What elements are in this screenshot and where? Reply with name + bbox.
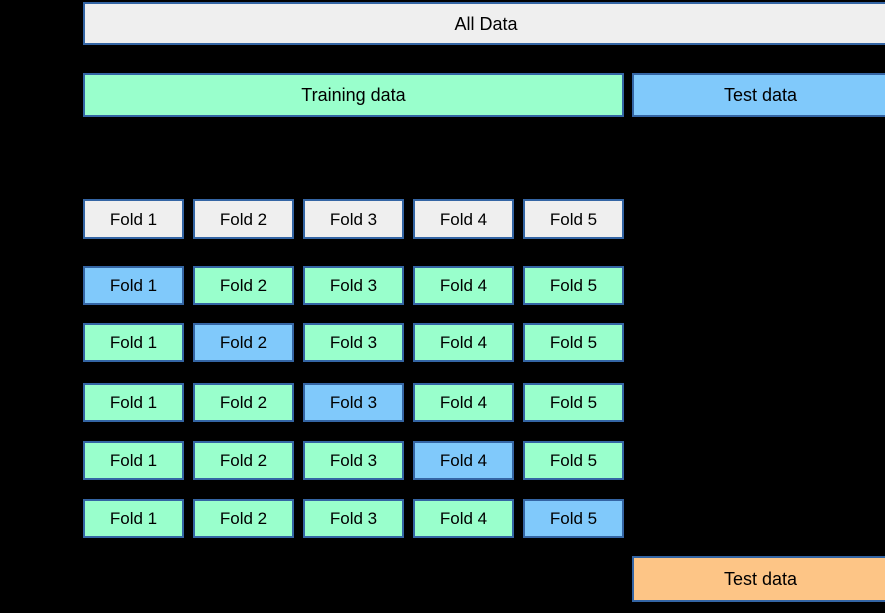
fold-cell: Fold 4 bbox=[413, 383, 514, 422]
fold-cell-label: Fold 2 bbox=[219, 393, 268, 412]
test-data-label: Test data bbox=[723, 85, 798, 105]
fold-cell: Fold 2 bbox=[193, 323, 294, 362]
fold-cell-label: Fold 5 bbox=[549, 509, 598, 528]
fold-cell-label: Fold 4 bbox=[439, 393, 488, 412]
fold-cell-label: Fold 1 bbox=[109, 451, 158, 470]
final-test-data-box: Test data bbox=[632, 556, 885, 602]
fold-cell: Fold 3 bbox=[303, 383, 404, 422]
fold-header-label: Fold 4 bbox=[439, 209, 488, 229]
fold-cell: Fold 3 bbox=[303, 441, 404, 480]
fold-cell: Fold 2 bbox=[193, 499, 294, 538]
fold-header: Fold 5 bbox=[523, 199, 624, 239]
all-data-box: All Data bbox=[83, 2, 885, 45]
fold-cell: Fold 5 bbox=[523, 383, 624, 422]
fold-cell-label: Fold 5 bbox=[549, 393, 598, 412]
fold-cell-label: Fold 1 bbox=[109, 333, 158, 352]
fold-cell-label: Fold 4 bbox=[439, 276, 488, 295]
fold-header: Fold 3 bbox=[303, 199, 404, 239]
fold-cell: Fold 5 bbox=[523, 499, 624, 538]
fold-cell-label: Fold 2 bbox=[219, 451, 268, 470]
all-data-label: All Data bbox=[454, 13, 518, 34]
fold-cell-label: Fold 2 bbox=[219, 333, 268, 352]
fold-cell-label: Fold 3 bbox=[329, 509, 378, 528]
fold-cell-label: Fold 2 bbox=[219, 509, 268, 528]
fold-cell: Fold 2 bbox=[193, 383, 294, 422]
fold-cell: Fold 5 bbox=[523, 441, 624, 480]
fold-cell-label: Fold 3 bbox=[329, 333, 378, 352]
fold-cell: Fold 2 bbox=[193, 441, 294, 480]
fold-header-label: Fold 1 bbox=[109, 209, 158, 229]
fold-header-label: Fold 2 bbox=[219, 209, 268, 229]
fold-cell: Fold 4 bbox=[413, 499, 514, 538]
fold-header: Fold 4 bbox=[413, 199, 514, 239]
fold-cell-label: Fold 5 bbox=[549, 333, 598, 352]
fold-cell-label: Fold 2 bbox=[219, 276, 268, 295]
fold-cell: Fold 1 bbox=[83, 499, 184, 538]
fold-header-label: Fold 3 bbox=[329, 209, 378, 229]
fold-cell: Fold 5 bbox=[523, 266, 624, 305]
fold-cell-label: Fold 5 bbox=[549, 451, 598, 470]
fold-header: Fold 2 bbox=[193, 199, 294, 239]
training-data-label: Training data bbox=[301, 85, 406, 105]
fold-cell: Fold 3 bbox=[303, 266, 404, 305]
fold-cell: Fold 3 bbox=[303, 323, 404, 362]
fold-cell: Fold 4 bbox=[413, 266, 514, 305]
fold-cell-label: Fold 3 bbox=[329, 276, 378, 295]
fold-cell: Fold 3 bbox=[303, 499, 404, 538]
fold-cell-label: Fold 3 bbox=[329, 393, 378, 412]
fold-cell-label: Fold 4 bbox=[439, 333, 488, 352]
fold-cell-label: Fold 4 bbox=[439, 509, 488, 528]
fold-cell-label: Fold 1 bbox=[109, 393, 158, 412]
fold-cell: Fold 1 bbox=[83, 323, 184, 362]
fold-cell: Fold 1 bbox=[83, 266, 184, 305]
fold-cell: Fold 2 bbox=[193, 266, 294, 305]
training-data-box: Training data bbox=[83, 73, 624, 117]
fold-cell-label: Fold 1 bbox=[109, 509, 158, 528]
fold-header-label: Fold 5 bbox=[549, 209, 598, 229]
fold-cell-label: Fold 4 bbox=[439, 451, 488, 470]
fold-cell-label: Fold 5 bbox=[549, 276, 598, 295]
fold-cell: Fold 4 bbox=[413, 323, 514, 362]
fold-header: Fold 1 bbox=[83, 199, 184, 239]
final-test-data-label: Test data bbox=[723, 569, 798, 589]
test-data-box: Test data bbox=[632, 73, 885, 117]
fold-cell-label: Fold 1 bbox=[109, 276, 158, 295]
fold-cell-label: Fold 3 bbox=[329, 451, 378, 470]
fold-cell: Fold 5 bbox=[523, 323, 624, 362]
fold-cell: Fold 1 bbox=[83, 383, 184, 422]
fold-cell: Fold 1 bbox=[83, 441, 184, 480]
fold-cell: Fold 4 bbox=[413, 441, 514, 480]
